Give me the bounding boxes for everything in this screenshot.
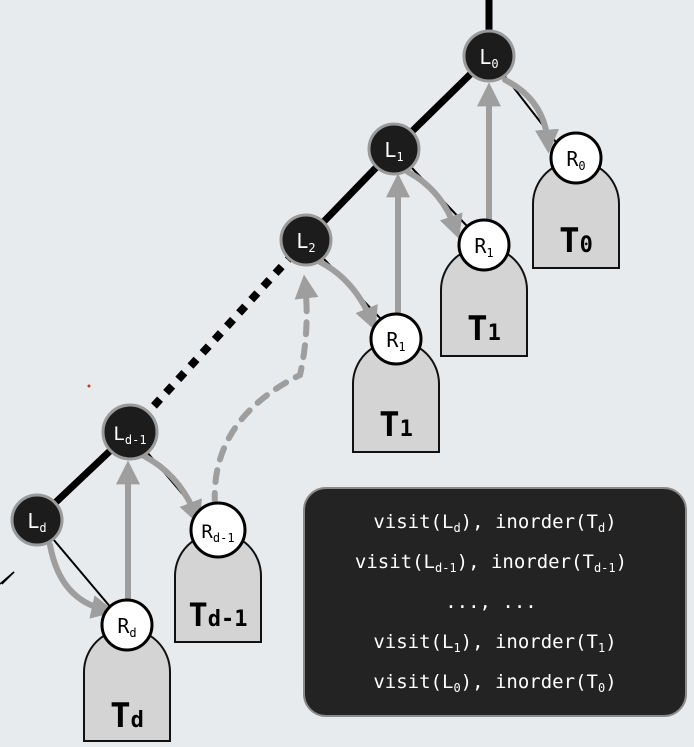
node-r1-lower: R1 bbox=[369, 312, 423, 366]
svg-text:Ld-1: Ld-1 bbox=[113, 423, 146, 447]
subtree-sub: d bbox=[131, 708, 144, 733]
subtree-sub: 1 bbox=[488, 321, 501, 346]
node-sub: d-1 bbox=[213, 531, 235, 545]
node-sub: d bbox=[39, 521, 46, 535]
traversal-arrows bbox=[47, 77, 559, 619]
arrow-ld-to-rd bbox=[47, 542, 116, 619]
subtrees bbox=[83, 160, 620, 742]
node-l0: L0 bbox=[462, 29, 516, 83]
node-label: R bbox=[474, 234, 487, 258]
node-sub: 1 bbox=[486, 246, 493, 260]
subtree-main: T bbox=[110, 696, 130, 736]
node-sub: d-1 bbox=[125, 433, 147, 447]
legend-box bbox=[303, 487, 687, 717]
svg-text:R1: R1 bbox=[474, 234, 493, 260]
node-l2: L2 bbox=[279, 213, 333, 267]
node-r0: R0 bbox=[549, 131, 603, 185]
node-sub: 0 bbox=[491, 57, 498, 71]
legend-line-3: ..., ... bbox=[445, 591, 537, 613]
node-label: L bbox=[27, 509, 39, 533]
node-rd1: Rd-1 bbox=[189, 501, 247, 559]
node-sub: 1 bbox=[398, 340, 405, 354]
arrow-l0-to-r0 bbox=[502, 77, 559, 154]
node-sub: 2 bbox=[308, 241, 315, 255]
svg-text:Rd: Rd bbox=[117, 614, 136, 640]
subtree-main: T bbox=[188, 596, 207, 634]
arrow-rd1-to-l2-dashed bbox=[211, 274, 319, 508]
arrow-l1-to-r1 bbox=[405, 169, 463, 240]
subtree-main: T bbox=[467, 309, 487, 349]
node-label: R bbox=[386, 328, 399, 352]
svg-text:Ld: Ld bbox=[27, 509, 46, 535]
r-nodes: R0 R1 R1 Rd-1 Rd bbox=[100, 131, 603, 652]
node-r1-upper: R1 bbox=[457, 218, 511, 272]
subtree-label-t1-upper: T1 bbox=[467, 309, 501, 349]
subtree-label-td: Td bbox=[110, 696, 144, 736]
stray-dot bbox=[87, 384, 91, 388]
subtree-label-td1: Td-1 bbox=[188, 596, 247, 634]
node-label: R bbox=[117, 614, 130, 638]
node-sub: d bbox=[129, 626, 136, 640]
traversal-order-legend: visit(Ld), inorder(Td) visit(Ld-1), inor… bbox=[303, 487, 687, 717]
arrow-ld1-to-rd1 bbox=[141, 453, 202, 525]
subtree-main: T bbox=[379, 405, 399, 445]
svg-text:L0: L0 bbox=[479, 45, 498, 71]
svg-text:L1: L1 bbox=[384, 138, 403, 164]
node-label: L bbox=[296, 229, 308, 253]
node-ld: Ld bbox=[10, 493, 64, 547]
subtree-sub: d-1 bbox=[208, 607, 248, 632]
node-sub: 0 bbox=[578, 159, 585, 173]
node-label: L bbox=[384, 138, 396, 162]
svg-text:R0: R0 bbox=[566, 147, 585, 173]
left-edge-pointer-icon bbox=[1, 571, 15, 585]
node-l1: L1 bbox=[367, 122, 421, 176]
node-label: L bbox=[479, 45, 491, 69]
legend-line-2: visit(Ld-1), inorder(Td-1) bbox=[355, 551, 627, 575]
legend-line-4: visit(L1), inorder(T1) bbox=[373, 631, 616, 655]
subtree-sub: 1 bbox=[400, 417, 413, 442]
subtree-label-t1-lower: T1 bbox=[379, 405, 413, 445]
l-nodes: L0 L1 L2 Ld-1 Ld bbox=[10, 29, 516, 547]
subtree-sub: 0 bbox=[580, 233, 593, 258]
svg-text:L2: L2 bbox=[296, 229, 315, 255]
legend-line-5: visit(L0), inorder(T0) bbox=[373, 671, 616, 695]
subtree-labels: T0 T1 T1 Td-1 Td bbox=[110, 221, 593, 736]
node-label: L bbox=[113, 423, 124, 445]
spine-dotted-edge bbox=[127, 237, 309, 435]
subtree-main: T bbox=[559, 221, 579, 261]
svg-text:R1: R1 bbox=[386, 328, 405, 354]
node-sub: 1 bbox=[396, 150, 403, 164]
node-label: R bbox=[201, 521, 213, 543]
node-ld1: Ld-1 bbox=[101, 403, 159, 461]
legend-line-1: visit(Ld), inorder(Td) bbox=[373, 511, 616, 535]
subtree-label-t0: T0 bbox=[559, 221, 593, 261]
node-rd: Rd bbox=[100, 598, 154, 652]
node-label: R bbox=[566, 147, 579, 171]
svg-text:Rd-1: Rd-1 bbox=[201, 521, 234, 545]
arrow-l2-to-r1 bbox=[317, 259, 378, 331]
